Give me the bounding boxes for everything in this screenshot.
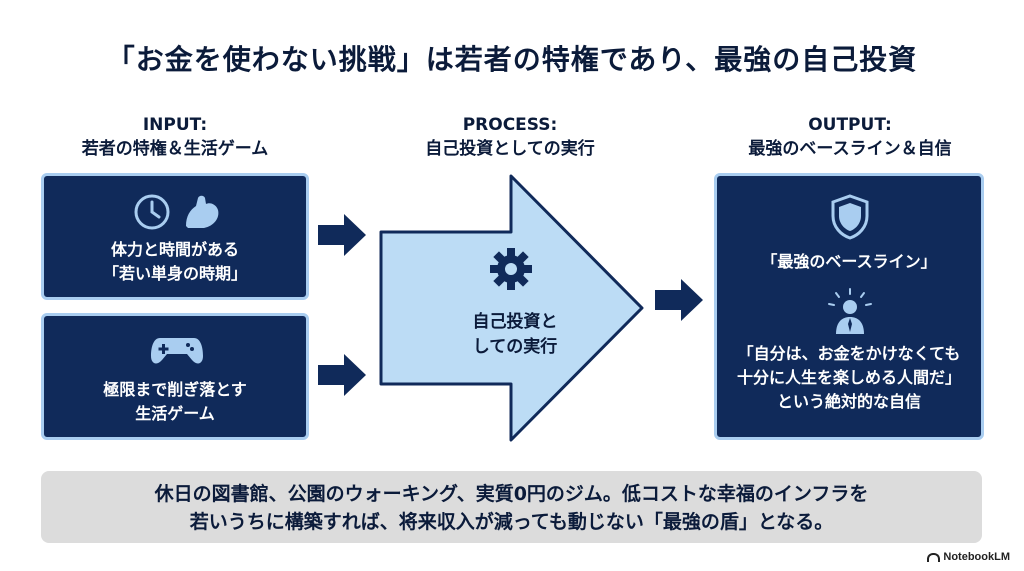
input-heading: INPUT: 若者の特権＆生活ゲーム [40,113,310,161]
input-box-youth-line2: 「若い単身の時期」 [102,264,247,283]
muscle-icon [186,195,219,228]
shield-icon [831,194,869,240]
summary-callout: 休日の図書館、公園のウォーキング、実質0円のジム。低コストな幸福のインフラを 若… [41,471,982,543]
output-label: 「最強のベースライン」 [761,252,937,271]
output-quote-line3: という絶対的な自信 [776,392,921,411]
output-heading-label: OUTPUT: [808,115,892,135]
output-quote-line1: 「自分は、お金をかけなくても [737,344,961,363]
arrow-input1-to-process [318,214,366,256]
input-box-game: 極限まで削ぎ落とす 生活ゲーム [41,313,309,440]
gamepad-icon [151,338,203,364]
arrow-process-to-output [655,279,703,321]
input-box-youth-line1: 体力と時間がある [110,240,239,259]
input-box-youth: 体力と時間がある 「若い単身の時期」 [41,173,309,300]
clock-icon [134,194,170,230]
person-icon [828,288,872,334]
brand-watermark: NotebookLM [927,551,1010,563]
output-box: 「最強のベースライン」 「自分は、お金をかけなくても 十分に人生を楽しめる人間だ… [714,173,984,440]
page-title: 「お金を使わない挑戦」は若者の特権であり、最強の自己投資 [106,43,918,76]
input-subheading: 若者の特権＆生活ゲーム [81,139,269,159]
process-label-line1: 自己投資と [472,312,558,332]
brand-logo-icon [927,552,941,562]
gear-icon [490,248,532,290]
process-label-line2: しての実行 [472,337,558,357]
summary-line2: 若いうちに構築すれば、将来収入が減っても動じない「最強の盾」となる。 [189,511,834,533]
process-subheading: 自己投資としての実行 [425,139,595,159]
summary-line1: 休日の図書館、公園のウォーキング、実質0円のジム。低コストな幸福のインフラを [154,483,869,505]
input-box-game-line1: 極限まで削ぎ落とす [103,380,247,399]
process-heading-label: PROCESS: [462,115,558,135]
output-quote-line2: 十分に人生を楽しめる人間だ」 [736,368,961,387]
brand-label: NotebookLM [943,551,1010,563]
process-label: 自己投資と しての実行 [440,310,590,360]
output-heading: OUTPUT: 最強のベースライン＆自信 [705,113,995,161]
input-heading-label: INPUT: [142,115,208,135]
process-heading: PROCESS: 自己投資としての実行 [365,113,655,161]
input-box-game-line2: 生活ゲーム [135,404,215,423]
output-subheading: 最強のベースライン＆自信 [748,139,952,159]
arrow-input2-to-process [318,354,366,396]
process-arrow [379,174,644,442]
